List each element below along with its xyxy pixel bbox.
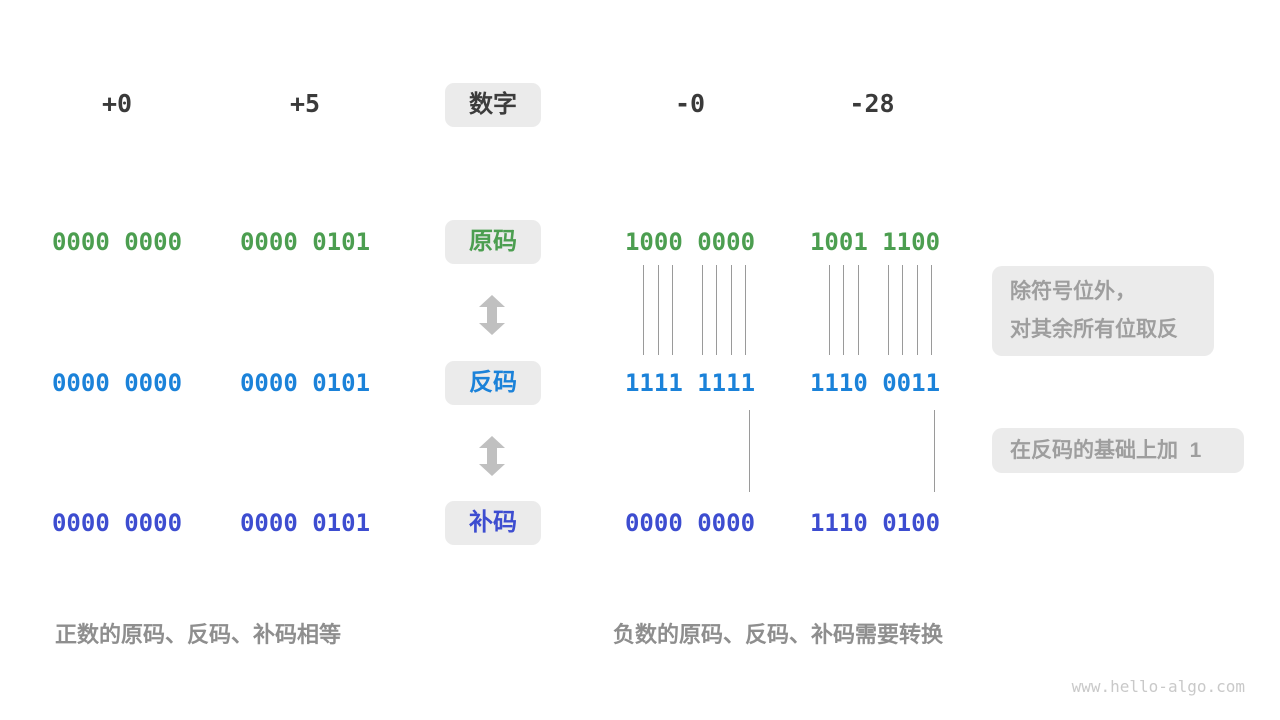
row-badge-twos-complement: 补码	[445, 501, 541, 545]
bit-flip-line	[843, 265, 844, 355]
binary-value-sign-magnitude-minus0: 1000 0000	[624, 228, 756, 256]
binary-value-sign-magnitude-plus0: 0000 0000	[51, 228, 183, 256]
header-value-minus-0: -0	[674, 89, 706, 118]
bit-flip-line	[917, 265, 918, 355]
bit-flip-line	[829, 265, 830, 355]
bit-flip-line	[888, 265, 889, 355]
number-column-badge: 数字	[445, 83, 541, 127]
add-one-line	[934, 410, 935, 492]
row-badge-sign-magnitude: 原码	[445, 220, 541, 264]
caption-negative-numbers: 负数的原码、反码、补码需要转换	[613, 622, 944, 647]
updown-arrow-icon	[479, 436, 505, 476]
add-one-line	[749, 410, 750, 492]
bit-flip-line	[731, 265, 732, 355]
binary-value-twos-complement-plus0: 0000 0000	[51, 509, 183, 537]
binary-value-twos-complement-minus28: 1110 0100	[809, 509, 941, 537]
bit-flip-line	[658, 265, 659, 355]
annotation-flip-rule-line2: 对其余所有位取反	[1010, 318, 1178, 341]
header-value-plus-5: +5	[289, 89, 321, 118]
bit-flip-line	[858, 265, 859, 355]
annotation-add-one-rule: 在反码的基础上加 1	[992, 428, 1244, 473]
updown-arrow-icon	[479, 295, 505, 335]
annotation-flip-rule: 除符号位外， 对其余所有位取反	[992, 266, 1214, 356]
watermark: www.hello-algo.com	[1071, 677, 1245, 696]
annotation-flip-rule-line1: 除符号位外，	[1010, 280, 1136, 303]
bit-flip-line	[702, 265, 703, 355]
caption-positive-numbers: 正数的原码、反码、补码相等	[55, 622, 342, 647]
binary-value-ones-complement-plus5: 0000 0101	[239, 369, 371, 397]
binary-value-ones-complement-plus0: 0000 0000	[51, 369, 183, 397]
bit-flip-line	[931, 265, 932, 355]
bit-flip-line	[643, 265, 644, 355]
binary-value-ones-complement-minus0: 1111 1111	[624, 369, 756, 397]
bit-flip-line	[902, 265, 903, 355]
header-value-plus-0: +0	[101, 89, 133, 118]
bit-flip-line	[716, 265, 717, 355]
header-value-minus-28: -28	[849, 89, 895, 118]
binary-value-sign-magnitude-plus5: 0000 0101	[239, 228, 371, 256]
binary-value-ones-complement-minus28: 1110 0011	[809, 369, 941, 397]
bit-flip-line	[672, 265, 673, 355]
row-badge-ones-complement: 反码	[445, 361, 541, 405]
binary-value-twos-complement-plus5: 0000 0101	[239, 509, 371, 537]
binary-value-twos-complement-minus0: 0000 0000	[624, 509, 756, 537]
binary-value-sign-magnitude-minus28: 1001 1100	[809, 228, 941, 256]
bit-flip-line	[745, 265, 746, 355]
